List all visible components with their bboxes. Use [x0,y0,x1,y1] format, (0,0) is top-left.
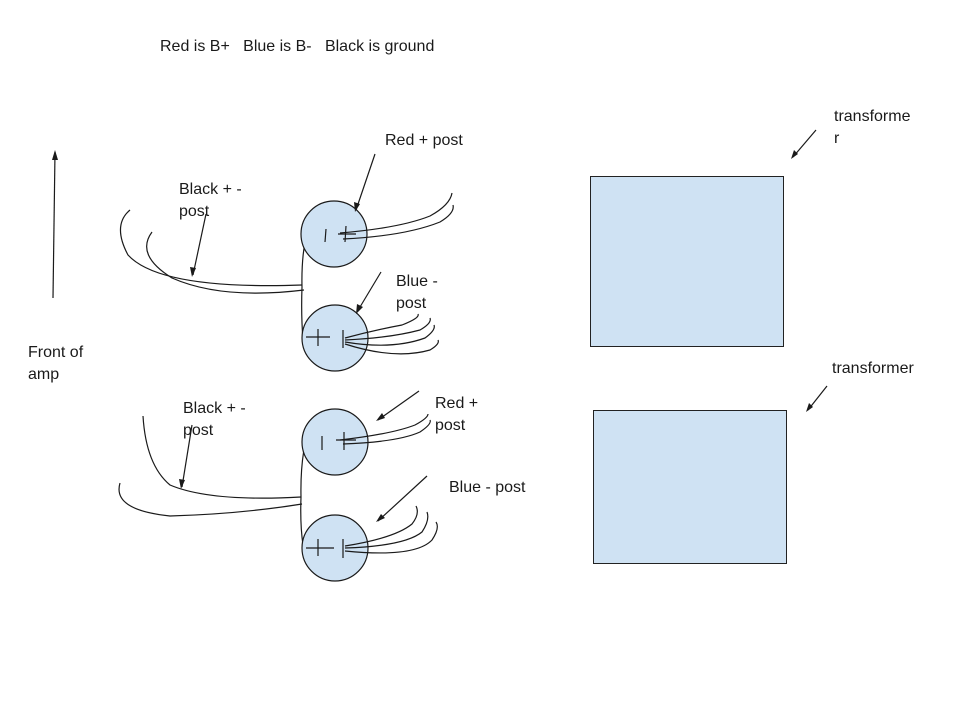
transformer-bottom-box [593,410,787,564]
transformer-bottom-pointer-head [806,403,813,412]
upper-red-post-pointer-head [354,202,360,212]
upper-blue-post-label: Blue - post [396,273,438,312]
transformer-top-pointer [792,129,817,158]
lower-black-post-pointer-head [179,479,185,489]
upper-blue-wire-2 [344,317,431,341]
upper-blue-wire-1 [344,313,419,339]
front-of-amp-label: Front of amp [28,344,84,383]
front-of-amp-arrow [52,151,56,299]
upper-black-wire-2 [146,231,305,294]
upper-black-post-pointer [192,213,207,276]
upper-black-wire-1 [119,209,303,287]
lower-black-post-label: Black + - post [183,400,246,439]
transformer-top-label: transforme r [834,108,911,147]
upper-black-post-label: Black + - post [179,181,242,220]
upper-pair-lower-can [301,304,369,372]
upper-red-post-pointer [355,153,376,211]
lower-blue-post-pointer-head [376,514,385,522]
upper-red-post-label: Red + post [385,132,463,149]
legend-text: Red is B+ Blue is B- Black is ground [160,38,435,55]
upper-capacitor-can [300,200,368,268]
lower-black-wire-2 [118,482,303,517]
upper-blue-post-pointer [356,271,382,313]
upper-blue-wire-3 [344,324,435,346]
lower-red-post-pointer-head [376,413,385,421]
transformer-top-pointer-head [791,150,798,159]
transformer-bottom-label: transformer [832,360,914,377]
lower-black-post-pointer [181,424,193,488]
lower-blue-post-label: Blue - post [449,479,526,496]
lower-blue-post-pointer [377,475,428,522]
lower-blue-wire-3 [344,521,438,554]
lower-pair-upper-can [301,408,369,476]
lower-pair-lower-can [301,514,369,582]
lower-blue-wire-2 [344,511,429,549]
lower-red-post-pointer [377,390,420,421]
upper-black-post-pointer-head [190,267,196,277]
lower-red-wire-1 [339,413,429,441]
lower-blue-wire-1 [344,505,418,547]
front-of-amp-arrowhead [52,150,58,160]
lower-black-wire-1 [142,415,302,499]
transformer-top-box [590,176,784,347]
lower-red-wire-2 [342,419,431,445]
upper-can-minus-mark [324,228,327,243]
upper-blue-wire-4 [344,339,439,355]
upper-red-wire-2 [342,204,454,240]
lower-red-post-label: Red + post [435,395,479,434]
upper-red-wire-1 [339,192,453,234]
upper-blue-post-pointer-head [356,304,363,314]
